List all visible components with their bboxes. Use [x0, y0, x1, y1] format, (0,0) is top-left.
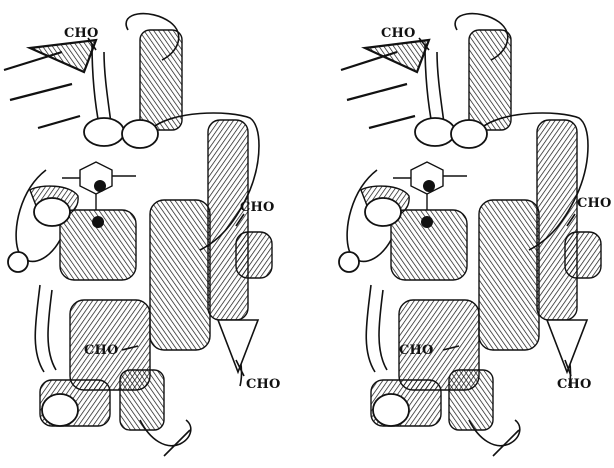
glycosylation-label: CHO	[577, 197, 612, 210]
beta-sheet-strands	[341, 40, 429, 128]
left-stereo-view: CHO CHO CHO CHO	[0, 0, 307, 464]
glycosylation-label: CHO	[557, 378, 592, 391]
glycosylation-label: CHO	[381, 27, 416, 40]
left-ribbon-diagram	[0, 0, 307, 464]
glycosylation-label: CHO	[84, 344, 119, 357]
glycosylation-label: CHO	[64, 27, 99, 40]
glycosylation-label: CHO	[246, 378, 281, 391]
alpha-helices	[361, 30, 601, 430]
glycosylation-label: CHO	[240, 201, 275, 214]
glycosylation-label: CHO	[399, 344, 434, 357]
beta-sheet-strands	[4, 40, 96, 128]
right-stereo-view: CHO CHO CHO CHO	[307, 0, 614, 464]
alpha-helices	[30, 30, 272, 430]
right-ribbon-diagram	[307, 0, 614, 464]
